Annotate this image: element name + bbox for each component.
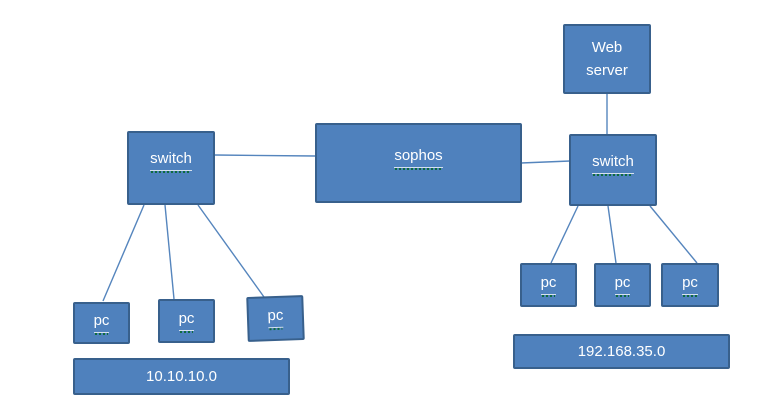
pc-label: pc <box>93 311 110 335</box>
pc-label: pc <box>614 273 631 297</box>
node-pc-right-1[interactable]: pc <box>520 263 577 307</box>
node-subnet-left[interactable]: 10.10.10.0 <box>73 358 290 395</box>
switch-left-label: switch <box>150 149 192 173</box>
connector-sophos-switchright <box>520 160 571 164</box>
pc-label: pc <box>540 273 557 297</box>
sophos-label: sophos <box>394 146 443 170</box>
node-pc-left-2[interactable]: pc <box>158 299 215 343</box>
pc-label: pc <box>267 305 284 329</box>
pc-label: pc <box>178 309 195 333</box>
pc-label: pc <box>682 273 698 297</box>
node-web-server[interactable]: Web server <box>563 24 651 94</box>
connector-switchleft-sophos <box>214 154 316 157</box>
node-pc-left-1[interactable]: pc <box>73 302 130 344</box>
connector-switchleft-pc2 <box>164 204 175 300</box>
node-switch-left[interactable]: switch <box>127 131 215 205</box>
connector-switchright-pc2 <box>607 205 617 264</box>
node-pc-right-2[interactable]: pc <box>594 263 651 307</box>
connector-switchleft-pc1 <box>102 204 145 302</box>
node-pc-right-3[interactable]: pc <box>661 263 719 307</box>
node-switch-right[interactable]: switch <box>569 134 657 206</box>
node-subnet-right[interactable]: 192.168.35.0 <box>513 334 730 369</box>
connector-switchright-pc1 <box>550 205 579 264</box>
switch-right-label: switch <box>592 152 634 176</box>
node-pc-left-3[interactable]: pc <box>246 295 305 342</box>
subnet-right-label: 192.168.35.0 <box>577 342 666 360</box>
subnet-left-label: 10.10.10.0 <box>146 367 217 385</box>
connector-switchright-pc3 <box>649 205 698 264</box>
node-sophos[interactable]: sophos <box>315 123 522 203</box>
connector-switchleft-pc3 <box>197 204 265 298</box>
web-server-label: Web server <box>586 39 628 79</box>
